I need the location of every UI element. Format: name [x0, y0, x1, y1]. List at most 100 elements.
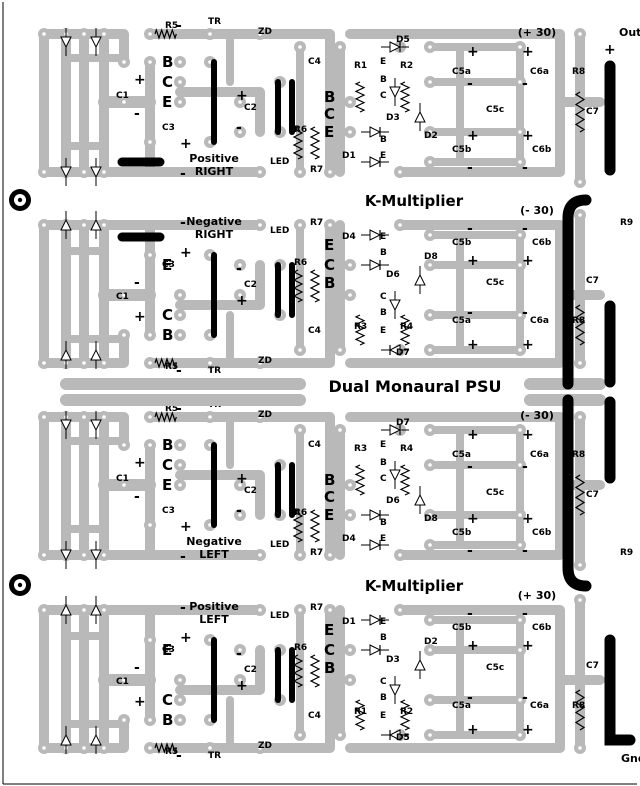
designator-d1: D1	[342, 617, 356, 627]
designator-d5: D5	[396, 733, 410, 743]
pad-4	[38, 166, 50, 178]
pad-19	[294, 41, 306, 53]
pad-11	[144, 249, 156, 261]
section-name-line-1: Negative	[186, 215, 242, 228]
pad-16	[204, 411, 216, 423]
pad-2	[78, 357, 90, 369]
driver-mini-pin-2: C	[380, 677, 387, 687]
pad-10	[144, 329, 156, 341]
pad-24	[344, 126, 356, 138]
designator-r8: R8	[572, 67, 585, 77]
designator-r7: R7	[310, 548, 323, 558]
mounting-hole-bottom	[9, 574, 31, 596]
designator-c5b: C5b	[452, 528, 472, 538]
section-name-line-1: Negative	[186, 535, 242, 548]
c2-plus: +	[236, 471, 248, 487]
pad-12	[174, 439, 186, 451]
transistor-pin-2: C	[162, 73, 173, 91]
pad-30	[424, 229, 436, 241]
pad-12	[174, 714, 186, 726]
c6a-plus: +	[522, 44, 534, 60]
driver-mini-pin-0: E	[380, 440, 386, 450]
pad-24	[344, 644, 356, 656]
c2-plus: +	[236, 678, 248, 694]
designator-c7: C7	[586, 276, 599, 286]
r5-minus: -	[176, 363, 182, 379]
c2-minus: -	[236, 120, 242, 136]
bridge-diode-2	[60, 158, 72, 186]
pad-23	[344, 289, 356, 301]
bridge-diode-1	[90, 341, 102, 369]
output-jumpers	[562, 60, 636, 746]
section-name-line-2: LEFT	[199, 613, 229, 626]
pad-30	[424, 539, 436, 551]
pad-0	[38, 357, 50, 369]
pad-4	[38, 219, 50, 231]
designator-c5c: C5c	[486, 488, 504, 498]
pad-18	[254, 219, 266, 231]
pad-28	[424, 694, 436, 706]
resistor-r2	[399, 464, 411, 496]
driver-pin-1: B	[324, 471, 335, 489]
designator-r4: R4	[400, 322, 413, 332]
c5b-minus: -	[467, 606, 473, 622]
designator-tr: TR	[208, 751, 221, 761]
designator-c1: C1	[116, 292, 129, 302]
designator-d2: D2	[424, 637, 438, 647]
designator-c4: C4	[308, 57, 321, 67]
pad-14	[174, 479, 186, 491]
bridge-diode-0	[60, 411, 72, 439]
designator-c4: C4	[308, 326, 321, 336]
designator-r2: R2	[400, 61, 413, 71]
pad-28	[424, 459, 436, 471]
driver-pin-2: C	[324, 641, 335, 659]
section-name-line-2: RIGHT	[195, 228, 234, 241]
driver-mini-pin-3: E	[380, 232, 386, 242]
transistor-pin-1: B	[162, 436, 173, 454]
diode-d3	[389, 676, 401, 704]
driver-mini-pin-0: E	[380, 57, 386, 67]
pad-2	[78, 742, 90, 754]
pad-24	[344, 259, 356, 271]
c3-plus: +	[180, 136, 192, 152]
driver-mini-pin-4: B	[380, 633, 387, 643]
resistor-r7	[292, 126, 304, 160]
designator-c5a: C5a	[452, 450, 471, 460]
pad-11	[144, 634, 156, 646]
pad-21	[324, 604, 336, 616]
pad-6	[78, 219, 90, 231]
diode-d2	[414, 486, 426, 514]
pad-36	[574, 594, 586, 606]
designator-zd: ZD	[258, 410, 272, 420]
resistor-r8	[574, 474, 586, 516]
driver-mini-pin-3: E	[380, 617, 386, 627]
pad-24	[344, 509, 356, 521]
pad-35	[574, 28, 586, 40]
c1-plus: +	[134, 455, 146, 471]
section-name-line-1: Positive	[189, 152, 239, 165]
section-name-line-2: RIGHT	[195, 165, 234, 178]
c5b-plus: +	[467, 511, 479, 527]
driver-mini-pin-1: B	[380, 458, 387, 468]
driver-pin-2: C	[324, 256, 335, 274]
designator-c2: C2	[244, 280, 257, 290]
resistor-r5	[154, 411, 177, 423]
driver-mini-pin-2: C	[380, 474, 387, 484]
c5a-minus: -	[467, 305, 473, 321]
driver-pin-1: E	[324, 236, 334, 254]
out-plus-sign: +	[604, 42, 616, 58]
driver-mini-pin-2: C	[380, 91, 387, 101]
rail-voltage-label: (- 30)	[520, 409, 554, 422]
pad-13	[174, 76, 186, 88]
driver-pin-3: B	[324, 274, 335, 292]
r5-minus: -	[176, 401, 182, 417]
out-label: Out	[619, 26, 640, 39]
pad-36	[574, 559, 586, 571]
pad-4	[38, 549, 50, 561]
pad-6	[78, 604, 90, 616]
c5a-plus: +	[467, 337, 479, 353]
c6b-plus: +	[522, 253, 534, 269]
driver-mini-pin-1: B	[380, 693, 387, 703]
